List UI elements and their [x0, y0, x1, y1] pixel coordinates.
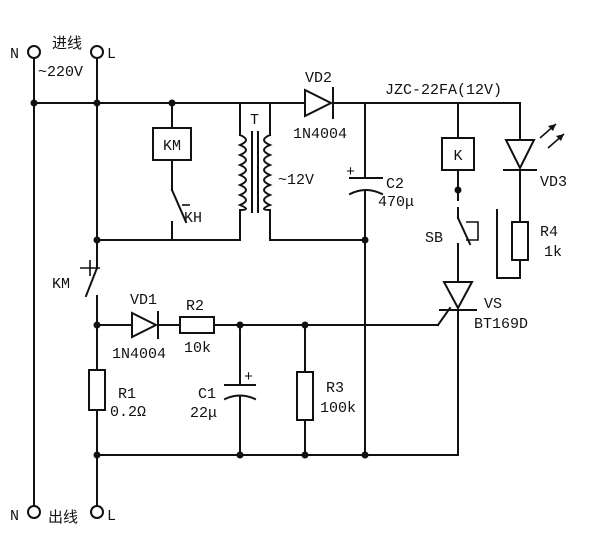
junction	[301, 451, 309, 459]
junction	[301, 321, 309, 329]
terminals: N L 进线 ~220V N L 出线	[10, 34, 116, 526]
junction	[30, 99, 38, 107]
r2-value: 10k	[184, 340, 211, 357]
transformer-label: T	[250, 112, 259, 129]
c2-name: C2	[386, 176, 404, 193]
vs-name: VS	[484, 296, 502, 313]
junctions	[30, 99, 462, 459]
junction	[168, 99, 176, 107]
r3-name: R3	[326, 380, 344, 397]
vs-scr: VS BT169D	[439, 281, 528, 333]
transformer-secondary-label: ~12V	[278, 172, 314, 189]
c2-value: 470μ	[378, 194, 414, 211]
km-contact-label: KM	[52, 276, 70, 293]
junction	[236, 451, 244, 459]
vd3-led: VD3	[503, 123, 567, 191]
label-voltage: ~220V	[38, 64, 83, 81]
terminal-n-bottom	[27, 505, 41, 519]
kh-label: KH	[184, 210, 202, 227]
label-n-bottom: N	[10, 508, 19, 525]
junction	[454, 186, 462, 194]
relay-k-label: K	[453, 148, 462, 165]
terminal-l-top	[90, 45, 104, 59]
c2-plus: +	[346, 164, 355, 181]
junction	[93, 99, 101, 107]
junction	[93, 236, 101, 244]
vd2-part: 1N4004	[293, 126, 347, 143]
vd1-part: 1N4004	[112, 346, 166, 363]
r4-name: R4	[540, 224, 558, 241]
r1-name: R1	[118, 386, 136, 403]
sb-label: SB	[425, 230, 443, 247]
relay-k: JZC-22FA(12V) K	[385, 82, 502, 171]
km-contact: KM	[52, 260, 100, 298]
vd1-diode: VD1 1N4004	[112, 292, 166, 363]
r2-resistor: R2 10k	[179, 298, 215, 357]
junction	[361, 451, 369, 459]
label-l-top: L	[107, 46, 116, 63]
sb-button: SB	[425, 207, 479, 251]
label-outgoing: 出线	[48, 508, 78, 526]
kh-contact: KH	[170, 188, 202, 227]
r4-resistor: R4 1k	[511, 221, 562, 261]
junction	[236, 321, 244, 329]
vs-part: BT169D	[474, 316, 528, 333]
r2-name: R2	[186, 298, 204, 315]
terminal-l-bottom	[90, 505, 104, 519]
transformer: T ~12V	[237, 112, 314, 213]
junction	[93, 451, 101, 459]
c1-name: C1	[198, 386, 216, 403]
junction	[361, 236, 369, 244]
km-coil-label: KM	[163, 138, 181, 155]
r3-value: 100k	[320, 400, 356, 417]
label-n-top: N	[10, 46, 19, 63]
c2-capacitor: + C2 470μ	[346, 164, 414, 211]
c1-plus: +	[244, 369, 253, 386]
km-coil: KM	[152, 127, 192, 161]
r3-resistor: R3 100k	[296, 371, 356, 421]
vd2-name: VD2	[305, 70, 332, 87]
vd1-name: VD1	[130, 292, 157, 309]
terminal-n-top	[27, 45, 41, 59]
vd2-diode: VD2 1N4004	[293, 70, 347, 143]
r4-value: 1k	[544, 244, 562, 261]
r1-value: 0.2Ω	[110, 404, 146, 421]
junction	[93, 321, 101, 329]
label-l-bottom: L	[107, 508, 116, 525]
c1-value: 22μ	[190, 405, 217, 422]
r1-resistor: R1 0.2Ω	[88, 369, 146, 421]
label-incoming: 进线	[52, 34, 82, 52]
relay-k-model: JZC-22FA(12V)	[385, 82, 502, 99]
vd3-label: VD3	[540, 174, 567, 191]
c1-capacitor: + C1 22μ	[190, 369, 257, 422]
